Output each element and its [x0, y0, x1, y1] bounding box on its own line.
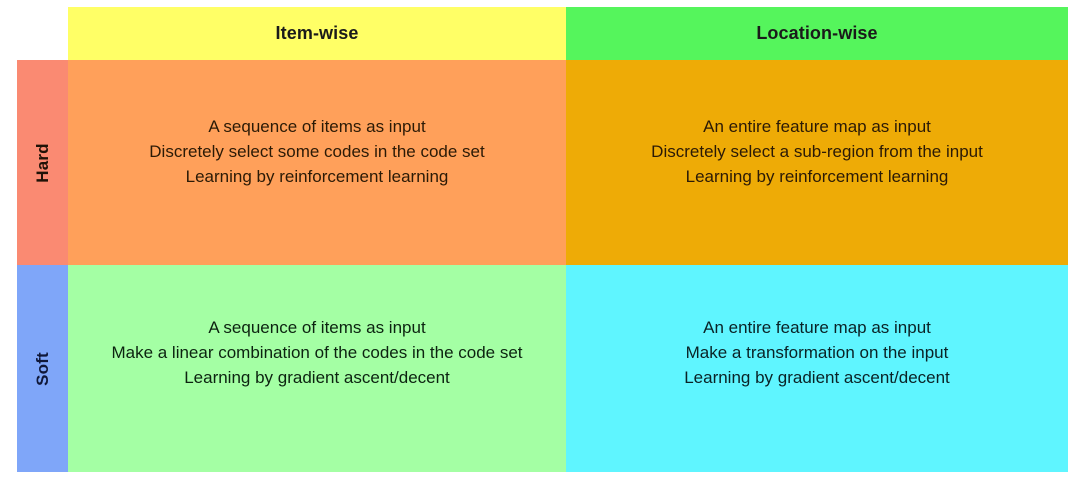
cell-hard-item-wise-line-2: Discretely select some codes in the code… — [149, 141, 485, 161]
row-label-hard: Hard — [17, 60, 68, 265]
column-header-location-wise-label: Location-wise — [756, 23, 878, 43]
cell-soft-location-wise: An entire feature map as input Make a tr… — [566, 265, 1068, 472]
column-header-item-wise: Item-wise — [68, 7, 566, 60]
row-label-soft-text: Soft — [32, 351, 52, 386]
cell-hard-item-wise-line-1: A sequence of items as input — [208, 116, 426, 136]
row-label-soft: Soft — [17, 265, 68, 472]
cell-hard-item-wise: A sequence of items as input Discretely … — [68, 60, 566, 265]
cell-soft-item-wise-line-3: Learning by gradient ascent/decent — [184, 368, 450, 387]
cell-hard-location-wise-line-1: An entire feature map as input — [703, 116, 931, 136]
cell-hard-location-wise-line-3: Learning by reinforcement learning — [685, 166, 949, 186]
cell-soft-location-wise-line-2: Make a transformation on the input — [685, 343, 949, 362]
cell-soft-item-wise-line-2: Make a linear combination of the codes i… — [111, 343, 523, 362]
row-label-hard-text: Hard — [32, 142, 52, 183]
cell-soft-item-wise: A sequence of items as input Make a line… — [68, 265, 566, 472]
column-header-item-wise-label: Item-wise — [275, 23, 359, 43]
column-header-location-wise: Location-wise — [566, 7, 1068, 60]
cell-hard-location-wise: An entire feature map as input Discretel… — [566, 60, 1068, 265]
cell-hard-location-wise-line-2: Discretely select a sub-region from the … — [651, 141, 983, 161]
cell-soft-item-wise-line-1: A sequence of items as input — [208, 318, 426, 337]
cell-soft-location-wise-line-1: An entire feature map as input — [703, 318, 931, 337]
cell-hard-item-wise-line-3: Learning by reinforcement learning — [185, 166, 449, 186]
cell-soft-location-wise-line-3: Learning by gradient ascent/decent — [684, 368, 950, 387]
